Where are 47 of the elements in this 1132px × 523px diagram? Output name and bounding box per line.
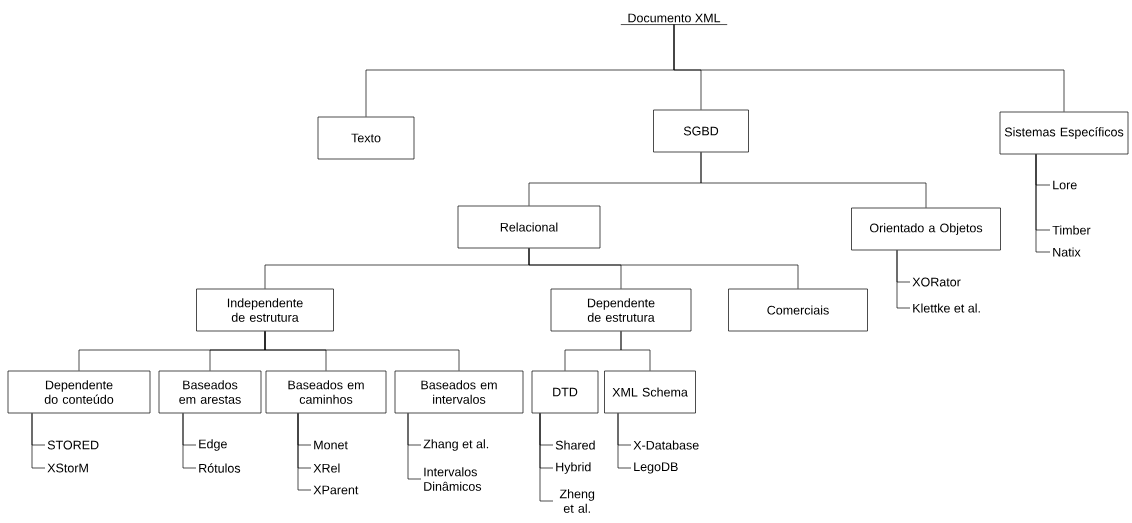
title-label: Documento XML [620, 13, 728, 25]
category-box: Sistemas Específicos [999, 111, 1129, 155]
category-box: Independente de estrutura [196, 288, 334, 332]
connector-line [407, 413, 422, 480]
leaf-label: Edge [199, 439, 227, 451]
connector-line [896, 250, 911, 309]
category-box: DTD [531, 370, 599, 414]
connector-line [182, 413, 197, 469]
connector-line [673, 24, 1065, 112]
connector-line [539, 413, 554, 502]
leaf-label: Rótulos [199, 463, 241, 473]
connector-line [264, 331, 460, 371]
leaf-label: Timber [1052, 225, 1091, 235]
leaf-label: XORator [912, 277, 961, 287]
leaf-label: Monet [314, 440, 348, 450]
leaf-label: X-Database [633, 440, 699, 450]
leaf-label: XStorM [47, 463, 88, 473]
connector-line [700, 152, 927, 208]
leaf-label: Hybrid [556, 462, 591, 474]
connector-line [1035, 154, 1051, 253]
leaf-label: STORED [47, 440, 99, 450]
category-box: Relacional [457, 205, 601, 249]
connector-line [528, 248, 799, 289]
connector-line [297, 413, 312, 491]
category-box: Comerciais [728, 288, 868, 332]
connector-line [31, 413, 46, 469]
connector-line [617, 413, 632, 469]
leaf-label: XRel [313, 463, 340, 473]
leaf-label: Natix [1053, 247, 1081, 257]
leaf-label: LegoDB [634, 462, 678, 474]
category-box: SGBD [653, 109, 749, 153]
connector-line [620, 331, 651, 371]
category-box: Baseados em arestas [158, 370, 262, 414]
category-box: Dependente de estrutura [550, 288, 692, 332]
leaf-label: Shared [555, 440, 595, 450]
category-box: Baseados em caminhos [265, 370, 387, 414]
leaf-label: Zhang et al. [423, 439, 489, 451]
category-box: Orientado a Objetos [851, 207, 1001, 251]
category-box: Texto [317, 116, 415, 160]
leaf-label: Zheng et al. [559, 489, 595, 513]
category-box: Dependente do conteúdo [7, 370, 151, 414]
leaf-label: XParent [313, 485, 359, 495]
leaf-label: Intervalos Dinâmicos [424, 467, 482, 491]
leaf-label: Klettke et al. [913, 303, 980, 313]
leaf-label: Lore [1053, 180, 1077, 190]
category-box: XML Schema [604, 370, 696, 414]
category-box: Baseados em intervalos [394, 370, 524, 414]
